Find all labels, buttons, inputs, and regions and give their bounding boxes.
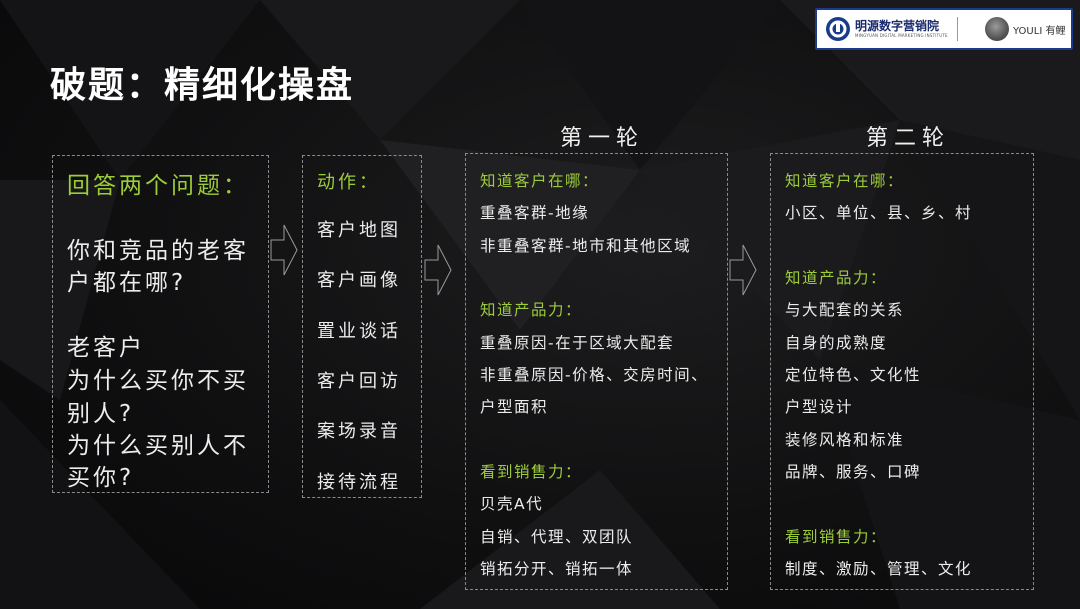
round1-item: 自销、代理、双团队 bbox=[480, 528, 634, 546]
action-item: 接待流程 bbox=[317, 472, 401, 493]
round1-box: 知道客户在哪： 重叠客群-地缘 非重叠客群-地市和其他区域 知道产品力： 重叠原… bbox=[465, 153, 728, 590]
page-title: 破题：精细化操盘 bbox=[50, 65, 355, 106]
round2-item: 小区、单位、县、乡、村 bbox=[785, 204, 973, 222]
round1-item: 非重叠原因-价格、交房时间、 bbox=[480, 366, 709, 384]
brand-name: YOULI 有鲤 bbox=[1013, 26, 1066, 37]
question-line: 为什么买你不买 bbox=[67, 368, 249, 394]
actions-header: 动作： bbox=[317, 172, 380, 193]
round1-item: 重叠客群-地缘 bbox=[480, 204, 590, 222]
round2-item: 制度、激励、管理、文化 bbox=[785, 560, 973, 578]
round2-item: 定位特色、文化性 bbox=[785, 366, 922, 384]
round1-title: 第一轮 bbox=[560, 126, 645, 151]
questions-box: 回答两个问题： 你和竞品的老客 户都在哪? 老客户 为什么买你不买 别人? 为什… bbox=[52, 155, 269, 493]
round2-header-product: 知道产品力： bbox=[785, 269, 888, 287]
round1-header-customers: 知道客户在哪： bbox=[480, 172, 600, 190]
round2-item: 与大配套的关系 bbox=[785, 301, 905, 319]
round2-header-customers: 知道客户在哪： bbox=[785, 172, 905, 190]
question-line: 别人? bbox=[67, 401, 135, 427]
round1-item: 销拓分开、销拓一体 bbox=[480, 560, 634, 578]
question-line: 为什么买别人不 bbox=[67, 433, 249, 459]
questions-header: 回答两个问题： bbox=[67, 173, 249, 199]
question-line: 你和竞品的老客 bbox=[67, 238, 249, 264]
round2-box: 知道客户在哪： 小区、单位、县、乡、村 知道产品力： 与大配套的关系 自身的成熟… bbox=[770, 153, 1034, 590]
round2-title: 第二轮 bbox=[866, 126, 951, 151]
round1-item: 重叠原因-在于区域大配套 bbox=[480, 334, 675, 352]
avatar bbox=[985, 17, 1009, 41]
question-line: 老客户 bbox=[67, 335, 145, 361]
logo-icon bbox=[826, 17, 850, 41]
arrow-right-icon bbox=[424, 244, 452, 296]
round2-item: 装修风格和标准 bbox=[785, 431, 905, 449]
arrow-right-icon bbox=[729, 244, 757, 296]
logo-banner: 明源数字营销院 MINGYUAN DIGITAL MARKETING INSTI… bbox=[815, 8, 1073, 50]
round1-header-sales: 看到销售力： bbox=[480, 463, 583, 481]
actions-box: 动作： 客户地图 客户画像 置业谈话 客户回访 案场录音 接待流程 bbox=[302, 155, 422, 498]
round2-item: 品牌、服务、口碑 bbox=[785, 463, 922, 481]
logo-subtitle: MINGYUAN DIGITAL MARKETING INSTITUTE bbox=[855, 33, 948, 38]
question-line: 买你? bbox=[67, 465, 135, 491]
question-line: 户都在哪? bbox=[67, 270, 187, 296]
round1-item: 户型面积 bbox=[480, 398, 549, 416]
action-item: 客户画像 bbox=[317, 270, 401, 291]
logo-name: 明源数字营销院 bbox=[855, 19, 940, 33]
action-item: 客户回访 bbox=[317, 371, 401, 392]
action-item: 案场录音 bbox=[317, 421, 401, 442]
round2-item: 户型设计 bbox=[785, 398, 854, 416]
round1-header-product: 知道产品力： bbox=[480, 301, 583, 319]
action-item: 置业谈话 bbox=[317, 321, 401, 342]
round1-item: 非重叠客群-地市和其他区域 bbox=[480, 237, 692, 255]
action-item: 客户地图 bbox=[317, 220, 401, 241]
round1-item: 贝壳A代 bbox=[480, 495, 544, 513]
round2-item: 自身的成熟度 bbox=[785, 334, 888, 352]
round2-header-sales: 看到销售力： bbox=[785, 528, 888, 546]
arrow-right-icon bbox=[270, 224, 298, 276]
logo-divider bbox=[957, 17, 958, 41]
